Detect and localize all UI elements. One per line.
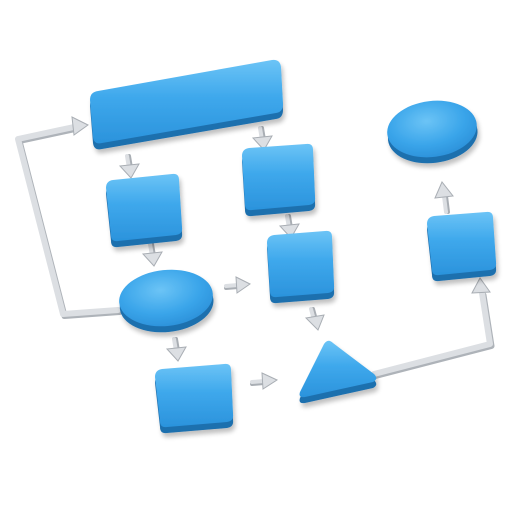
arrow-left-box-to-ellipse xyxy=(141,242,163,267)
loop-connector-top xyxy=(15,124,121,317)
left-ellipse-shape xyxy=(119,269,214,333)
middle-box-2-shape xyxy=(267,230,335,304)
arrow-start-to-left-box xyxy=(118,154,140,179)
arrow-start-to-middle-box xyxy=(251,126,273,151)
arrow-loop-into-start xyxy=(71,116,89,136)
arrow-ellipse-to-middle-box xyxy=(224,276,251,294)
right-box-shape xyxy=(427,211,497,282)
loop-connector xyxy=(16,126,123,319)
middle-box-1-shape xyxy=(242,143,316,217)
start-bar-shape xyxy=(90,59,283,150)
end-ellipse-shape xyxy=(387,100,478,164)
left-box-2-shape xyxy=(155,363,234,434)
arrow-into-right-box xyxy=(471,277,491,294)
arrow-middle-box-to-triangle xyxy=(304,307,325,331)
arrows xyxy=(71,116,491,390)
triangle-shape xyxy=(299,340,377,404)
arrow-right-box-to-end-ellipse xyxy=(434,181,454,214)
connectors xyxy=(15,124,495,379)
triangle-to-right-connector-top xyxy=(371,290,493,377)
arrow-ellipse-to-left-box xyxy=(165,337,187,362)
arrow-left-box-to-triangle xyxy=(250,372,279,390)
left-box-1-shape xyxy=(106,173,183,248)
shapes xyxy=(90,59,497,434)
arrow-middle-box-to-middle-box xyxy=(278,214,300,239)
triangle-to-right-connector xyxy=(372,292,495,379)
